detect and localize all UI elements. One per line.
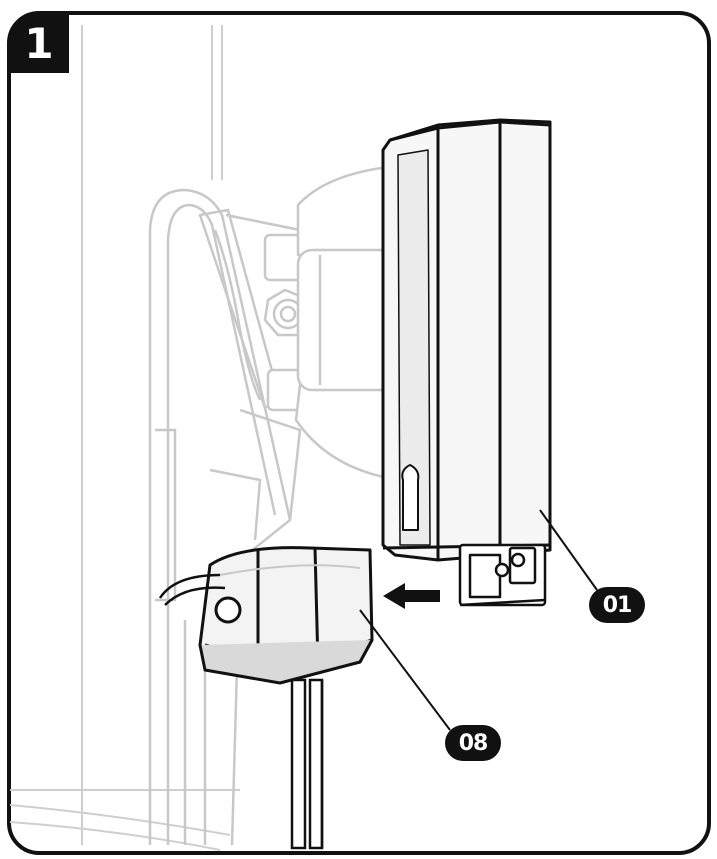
callout-part-01: 01 <box>589 587 645 623</box>
cables <box>158 573 324 850</box>
callout-part-08: 08 <box>445 725 501 761</box>
leader-lines <box>359 509 598 731</box>
cable-cap <box>198 546 374 685</box>
arrow-left-icon <box>383 583 440 609</box>
background-structure <box>9 25 240 851</box>
device-connector <box>458 543 547 607</box>
step-number-badge: 1 <box>9 13 69 73</box>
device-body <box>381 118 552 562</box>
